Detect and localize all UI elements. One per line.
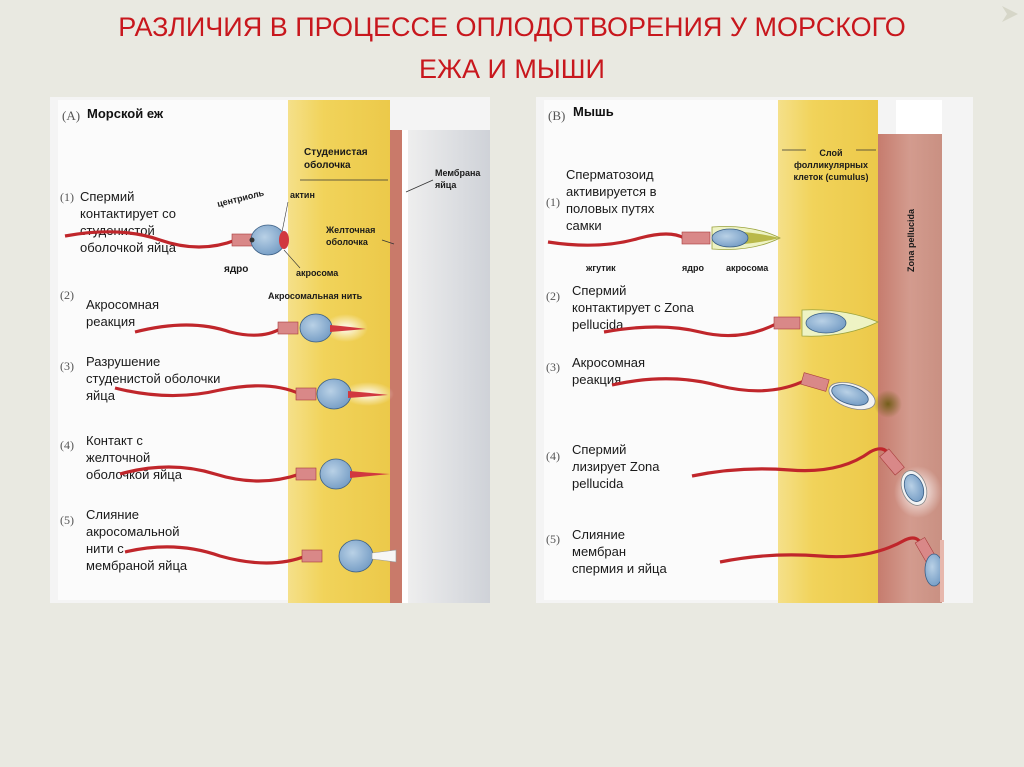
step-a5-line-1: Слияние: [86, 507, 139, 522]
step-a2-number: (2): [60, 288, 74, 302]
step-a1-line-2: контактирует со: [80, 206, 176, 221]
panel-a-seawater: [58, 100, 288, 600]
vitelline-pointer: [381, 239, 395, 245]
cumulus-layer: [778, 100, 878, 603]
egg-membrane-pointer: [405, 179, 434, 193]
label-actin: актин: [290, 190, 315, 200]
panel-sea-urchin: (A) Морской еж Студенистая оболочка Мемб…: [50, 97, 490, 603]
sperm-b3: [611, 372, 902, 418]
step-a3-line-1: Разрушение: [86, 354, 160, 369]
step-a5-number: (5): [60, 513, 74, 527]
sperm-a1: [64, 224, 289, 256]
panel-a-letter: (A): [62, 108, 80, 123]
title-line-2: ЕЖА И МЫШИ: [419, 54, 605, 84]
step-b4-line-1: Спермий: [572, 442, 626, 457]
panel-mouse: (B) Мышь Слой фолликулярных клеток (cumu…: [536, 97, 973, 603]
step-a2-line-2: реакция: [86, 314, 135, 329]
step-a1-line-4: оболочкой яйца: [80, 240, 177, 255]
sperm-a5: [124, 539, 397, 573]
label-egg-membrane-1: Мембрана: [435, 168, 481, 178]
label-follicle-2: фолликулярных: [794, 160, 868, 170]
panel-b-oviduct: [544, 100, 778, 600]
label-egg-membrane-2: яйца: [435, 180, 457, 190]
step-a5-line-3: нити с: [86, 541, 124, 556]
label-jelly-coat-2: оболочка: [304, 159, 351, 171]
acrosome-pointer-a: [283, 249, 301, 269]
sperm-a4: [119, 458, 390, 490]
zona-pellucida-layer: [878, 134, 942, 603]
label-acrosome-a: акросома: [296, 268, 339, 278]
label-acrosomal-filament: Акросомальная нить: [268, 291, 363, 301]
panel-b-letter: (B): [548, 108, 565, 123]
sperm-b1: [547, 226, 781, 250]
step-b2-line-1: Спермий: [572, 283, 626, 298]
step-a1-line-1: Спермий: [80, 189, 134, 204]
step-a4-line-2: желточной: [86, 450, 150, 465]
step-b4-line-2: лизирует Zona: [572, 459, 660, 474]
step-b4-number: (4): [546, 449, 560, 463]
panel-b-title: Мышь: [573, 104, 614, 119]
step-b5-number: (5): [546, 532, 560, 546]
sperm-b4: [691, 447, 942, 518]
label-follicle-3: клеток (cumulus): [794, 172, 869, 182]
step-b1-line-1: Сперматозоид: [566, 167, 654, 182]
step-a5-line-2: акросомальной: [86, 524, 179, 539]
step-b1-line-4: самки: [566, 218, 602, 233]
egg-membrane: [402, 130, 408, 603]
jelly-coat-layer: [288, 100, 390, 603]
step-a4-line-3: оболочкой яйца: [86, 467, 183, 482]
step-b1-number: (1): [546, 195, 560, 209]
egg-cytoplasm: [408, 130, 490, 603]
label-vitelline-2: оболочка: [326, 237, 369, 247]
step-a3-line-3: яйца: [86, 388, 116, 403]
step-b3-line-2: реакция: [572, 372, 621, 387]
sperm-b5: [719, 536, 944, 602]
step-b3-line-1: Акросомная: [572, 355, 645, 370]
sperm-a3: [114, 378, 394, 410]
label-jelly-coat-1: Студенистая: [304, 147, 368, 158]
panel-a-title: Морской еж: [87, 106, 164, 121]
arrow-ornament-icon: [1000, 4, 1020, 24]
step-b2-number: (2): [546, 289, 560, 303]
step-b5-line-3: спермия и яйца: [572, 561, 667, 576]
step-b5-line-1: Слияние: [572, 527, 625, 542]
step-b4-line-3: pellucida: [572, 476, 624, 491]
step-a2-line-1: Акросомная: [86, 297, 159, 312]
sperm-b2: [603, 309, 879, 338]
step-b5-line-2: мембран: [572, 544, 626, 559]
label-follicle-1: Слой: [819, 148, 842, 158]
step-a4-line-1: Контакт с: [86, 433, 143, 448]
label-zona-pellucida: Zona pellucida: [906, 208, 916, 272]
step-a3-line-2: студенистой оболочки: [86, 371, 220, 386]
step-b1-line-3: половых путях: [566, 201, 655, 216]
label-acrosome-b: акросома: [726, 263, 769, 273]
step-a1-number: (1): [60, 190, 74, 204]
actin-pointer: [281, 201, 289, 233]
step-b3-number: (3): [546, 360, 560, 374]
label-flagellum: жгутик: [585, 263, 616, 273]
step-a4-number: (4): [60, 438, 74, 452]
page-title: РАЗЛИЧИЯ В ПРОЦЕССЕ ОПЛОДОТВОРЕНИЯ У МОР…: [60, 6, 964, 90]
label-vitelline-1: Желточная: [325, 225, 375, 235]
step-a5-line-4: мембраной яйца: [86, 558, 188, 573]
title-line-1: РАЗЛИЧИЯ В ПРОЦЕССЕ ОПЛОДОТВОРЕНИЯ У МОР…: [118, 12, 906, 42]
step-b2-line-2: контактирует с Zona: [572, 300, 695, 315]
vitelline-envelope: [390, 130, 402, 603]
step-b2-line-3: pellucida: [572, 317, 624, 332]
panel-b-corner: [896, 100, 942, 134]
label-nucleus-b: ядро: [682, 263, 704, 273]
step-b1-line-2: активируется в: [566, 184, 657, 199]
step-a3-number: (3): [60, 359, 74, 373]
label-nucleus-a: ядро: [224, 264, 248, 275]
sperm-a2: [134, 313, 368, 343]
